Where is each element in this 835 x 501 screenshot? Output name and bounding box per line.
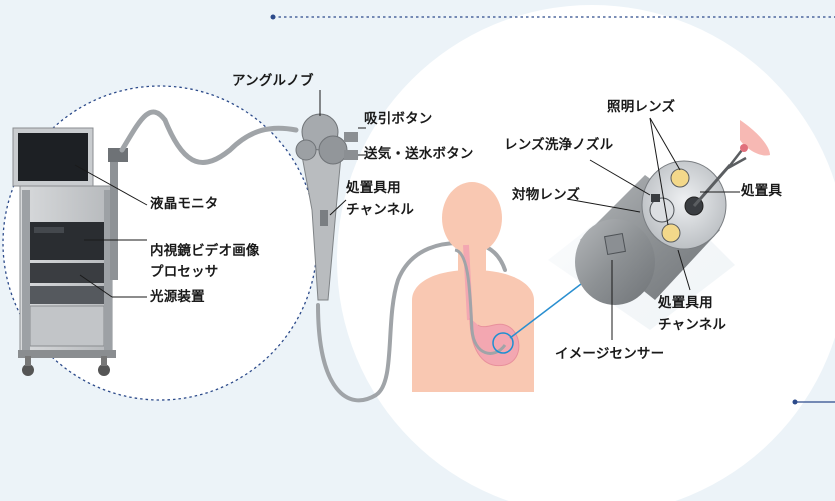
- leader-lines-left: [74, 164, 148, 298]
- label-video-processor-line2: プロセッサ: [150, 264, 219, 280]
- connector-dot: [270, 14, 276, 20]
- scope-in-body: [454, 248, 507, 355]
- label-video-processor-line1: 内視鏡ビデオ画像: [150, 243, 260, 259]
- objective-lens: [649, 197, 675, 223]
- label-light-source: 光源装置: [150, 289, 205, 305]
- scope-cable: [119, 109, 299, 165]
- leader-lines-tip: [566, 117, 740, 340]
- label-angle-knob: アングルノブ: [232, 73, 314, 89]
- connector-dot: [792, 399, 798, 405]
- illumination-lens-2: [661, 223, 681, 243]
- scope-tip-cylinder: [575, 160, 727, 305]
- label-treatment-channel-scope-line1: 処置具用: [346, 180, 401, 196]
- label-lcd-monitor: 液晶モニタ: [150, 196, 219, 212]
- tissue-sample: [740, 120, 770, 156]
- label-image-sensor: イメージセンサー: [555, 346, 665, 362]
- label-treatment-channel-tip-line1: 処置具用: [658, 295, 713, 311]
- dotted-connector: [273, 16, 835, 403]
- label-air-water-button: 送気・送水ボタン: [364, 146, 474, 162]
- label-illumination-lens: 照明レンズ: [607, 99, 676, 115]
- label-treatment-channel-tip-line2: チャンネル: [658, 317, 727, 333]
- lcd-monitor-screen: [18, 133, 88, 181]
- leader-lines-scope: [319, 90, 366, 216]
- treatment-tool-forceps: [692, 149, 747, 207]
- label-lens-wash-nozzle: レンズ洗浄ノズル: [504, 137, 614, 153]
- label-objective-lens: 対物レンズ: [512, 187, 581, 203]
- endoscope-tower-cart: [12, 127, 128, 376]
- endoscope-handle: [295, 113, 358, 301]
- label-treatment-tool: 処置具: [741, 183, 783, 199]
- label-suction-button: 吸引ボタン: [364, 111, 433, 127]
- label-treatment-channel-scope-line2: チャンネル: [346, 202, 415, 218]
- illumination-lens-1: [670, 168, 690, 188]
- lens-wash-nozzle: [651, 194, 660, 202]
- scope-tip-locator: [492, 332, 514, 354]
- image-sensor-chip: [603, 232, 627, 256]
